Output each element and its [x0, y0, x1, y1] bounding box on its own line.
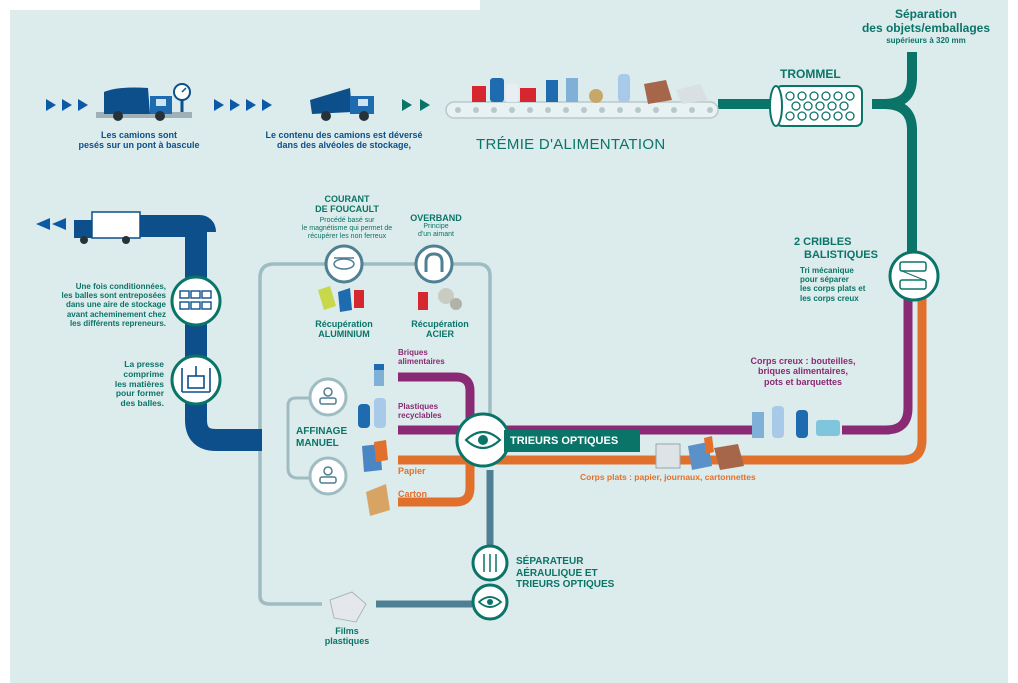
corps-creux-items — [752, 406, 840, 438]
arrow-icon — [402, 99, 430, 111]
trieurs-optiques-label: TRIEURS OPTIQUES — [510, 435, 619, 447]
garbage-truck-icon — [96, 87, 192, 121]
overband-label: OVERBAND Principe d'un aimant — [410, 213, 462, 239]
bales-icon — [170, 275, 222, 327]
bottle-icon — [506, 84, 518, 102]
sieve-icon — [888, 250, 940, 302]
purple-briques-branch — [398, 372, 475, 430]
hand-sorting-icon — [308, 456, 348, 496]
bottle-icon — [618, 74, 630, 102]
carton-brick-icon — [546, 80, 558, 102]
eddy-current-icon — [324, 244, 364, 284]
corps-plats-label: Corps plats : papier, journaux, cartonne… — [580, 472, 756, 482]
cribles-label: 2 CRIBLES BALISTIQUES — [794, 236, 878, 261]
can-icon — [472, 86, 486, 102]
plastiques-items — [358, 398, 386, 428]
trommel-drum-icon — [769, 85, 863, 127]
magnet-icon — [414, 244, 454, 284]
separation-label: Séparation des objets/emballages supérie… — [861, 7, 991, 45]
corps-creux-label: Corps creux : bouteilles,briques aliment… — [750, 356, 856, 387]
eye-icon — [471, 583, 509, 621]
briques-items — [374, 364, 384, 386]
top-white-strip — [10, 0, 480, 10]
stockage-label: Une fois conditionnées,les balles sont e… — [61, 282, 167, 328]
arrow-icon — [46, 99, 272, 111]
conveyor-icon — [445, 74, 719, 119]
plastic-film-icon — [329, 591, 367, 623]
teal-flow-line — [718, 52, 917, 262]
grey-lower-loop — [258, 440, 322, 606]
scale-icon — [173, 83, 191, 112]
press-icon — [170, 354, 222, 406]
carton-brick-icon — [566, 78, 578, 102]
aluminium-cans — [318, 286, 364, 312]
tremie-title: TRÉMIE D'ALIMENTATION — [476, 136, 666, 153]
box-icon — [644, 80, 672, 104]
air-separator-icon — [471, 544, 509, 582]
arrow-icon — [36, 218, 66, 230]
carton-items — [366, 484, 390, 516]
delivery-truck-icon — [74, 211, 141, 244]
eye-icon — [455, 412, 511, 468]
garbage-truck-icon — [310, 88, 374, 121]
hand-sorting-icon — [308, 377, 348, 417]
can-icon — [520, 88, 536, 102]
trieurs-label-bar — [504, 430, 640, 452]
bottle-icon — [490, 78, 504, 102]
grey-affinage-branch — [286, 396, 310, 480]
corps-plats-items — [655, 436, 744, 470]
blue-flow-line — [118, 215, 262, 451]
papier-items — [362, 440, 388, 472]
can-icon — [589, 89, 603, 103]
steel-cans — [418, 288, 462, 310]
trommel-label: TROMMEL — [780, 67, 841, 81]
paper-icon — [676, 84, 708, 104]
grey-upper-loop — [258, 262, 492, 440]
foucault-label: COURANT DE FOUCAULT Procédé basé sur le … — [301, 194, 393, 240]
carton-label: Carton — [398, 489, 427, 499]
papier-label: Papier — [398, 466, 426, 476]
